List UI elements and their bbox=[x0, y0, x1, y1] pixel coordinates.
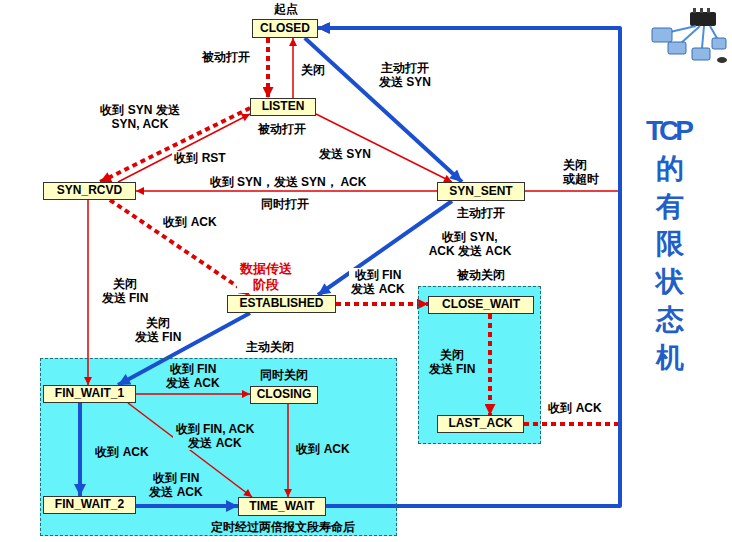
state-box: ESTABLISHED bbox=[227, 295, 336, 313]
state-name: FIN_WAIT_1 bbox=[55, 387, 124, 401]
state-box: SYN_SENT bbox=[437, 182, 525, 201]
state-box: TIME_WAIT bbox=[238, 497, 326, 516]
transition-arrow bbox=[336, 302, 428, 306]
transition-label: 收到 ACK bbox=[294, 442, 351, 456]
transition-arrow bbox=[292, 38, 294, 98]
transition-label: 关闭 bbox=[299, 63, 327, 77]
transition-arrow bbox=[136, 190, 437, 192]
transition-label: 收到 ACK bbox=[93, 445, 150, 459]
transition-arrow bbox=[318, 28, 620, 191]
transition-label: 关闭 发送 FIN bbox=[132, 316, 184, 345]
transition-label: 收到 SYN 发送 SYN, ACK bbox=[98, 103, 183, 132]
state-name: SYN_RCVD bbox=[57, 184, 122, 198]
transition-arrow bbox=[318, 28, 620, 424]
heading: 主动关闭 bbox=[246, 341, 294, 355]
transition-label: 收到 SYN，发送 SYN， ACK bbox=[208, 175, 369, 189]
note-label: 数据传送阶段 bbox=[237, 261, 295, 292]
transition-arrow bbox=[78, 403, 82, 496]
state-name: ESTABLISHED bbox=[240, 297, 324, 311]
transition-label: 收到 FIN 发送 ACK bbox=[349, 268, 408, 297]
diagram-title: TCP的有限状态机 bbox=[646, 112, 691, 377]
note-label: 被动打开 bbox=[256, 122, 308, 136]
state-box: CLOSE_WAIT bbox=[428, 296, 534, 314]
state-name: CLOSING bbox=[257, 388, 312, 402]
transition-arrow bbox=[316, 114, 452, 182]
transition-arrow bbox=[136, 504, 238, 508]
transition-arrow bbox=[488, 314, 492, 415]
state-name: LAST_ACK bbox=[448, 417, 512, 431]
transition-arrow bbox=[136, 393, 250, 395]
state-name: LISTEN bbox=[262, 100, 305, 114]
transition-label: 发送 SYN bbox=[317, 147, 373, 161]
transition-arrow bbox=[305, 38, 462, 182]
note-label: 同时关闭 bbox=[258, 368, 310, 382]
network-icon bbox=[640, 4, 728, 66]
note-label: 同时打开 bbox=[259, 197, 311, 211]
note-label: 主动打开 bbox=[455, 206, 507, 220]
state-box: FIN_WAIT_2 bbox=[43, 496, 136, 514]
state-box: LAST_ACK bbox=[437, 415, 524, 433]
transition-arrow bbox=[287, 404, 289, 497]
transition-label: 定时经过两倍报文段寿命后 bbox=[209, 520, 357, 534]
transition-label: 收到 SYN, ACK 发送 ACK bbox=[426, 230, 514, 259]
transition-label: 收到 FIN, ACK 发送 ACK bbox=[173, 422, 257, 451]
state-name: FIN_WAIT_2 bbox=[55, 498, 124, 512]
heading: 起点 bbox=[274, 3, 298, 17]
heading: 被动关闭 bbox=[457, 269, 505, 283]
transition-arrow bbox=[266, 38, 270, 98]
transition-label: 关闭 发送 FIN bbox=[426, 348, 478, 377]
state-box: LISTEN bbox=[250, 98, 316, 116]
state-box: 起点CLOSED bbox=[252, 19, 318, 38]
state-name: SYN_SENT bbox=[449, 185, 512, 199]
transition-label: 被动打开 bbox=[200, 50, 252, 64]
state-name: TIME_WAIT bbox=[249, 500, 314, 514]
transition-label: 收到 FIN 发送 ACK bbox=[164, 362, 223, 391]
state-box: SYN_RCVD bbox=[43, 182, 136, 200]
transition-label: 关闭 或超时 bbox=[561, 158, 573, 187]
state-box: CLOSING bbox=[250, 386, 318, 404]
state-name: CLOSED bbox=[260, 22, 310, 36]
transition-label: 主动打开 发送 SYN bbox=[377, 61, 434, 90]
transition-label: 收到 ACK bbox=[546, 401, 603, 415]
transition-label: 关闭 发送 FIN bbox=[99, 277, 151, 306]
transition-label: 收到 FIN 发送 ACK bbox=[147, 471, 206, 500]
transition-label: 收到 RST bbox=[172, 151, 227, 165]
transition-label: 收到 ACK bbox=[161, 215, 218, 229]
transition-arrow bbox=[318, 28, 620, 506]
state-name: CLOSE_WAIT bbox=[442, 298, 520, 312]
state-box: FIN_WAIT_1 bbox=[43, 385, 136, 403]
